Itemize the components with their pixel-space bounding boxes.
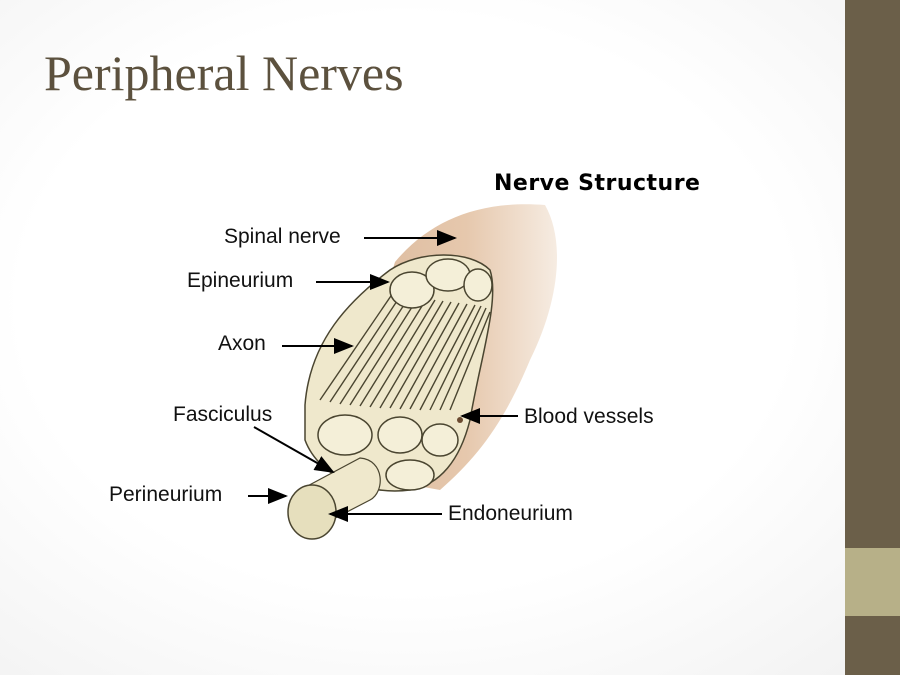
label-fasciculus: Fasciculus [173,403,273,426]
label-axon: Axon [218,332,266,355]
label-epineurium: Epineurium [187,269,294,292]
axon-lines [319,289,491,411]
label-arrows [248,230,518,522]
label-perineurium: Perineurium [109,483,223,506]
slide-sidebar-accent [845,548,900,616]
blood-vessel [457,417,463,423]
label-spinal-nerve: Spinal nerve [224,225,341,248]
fascicle-cross-sections [317,258,493,491]
label-endoneurium: Endoneurium [448,502,573,525]
diagram-heading: Nerve Structure [494,171,701,196]
perineurium-end [287,484,337,540]
label-blood-vessels: Blood vessels [524,405,654,428]
slide-title: Peripheral Nerves [44,45,404,101]
